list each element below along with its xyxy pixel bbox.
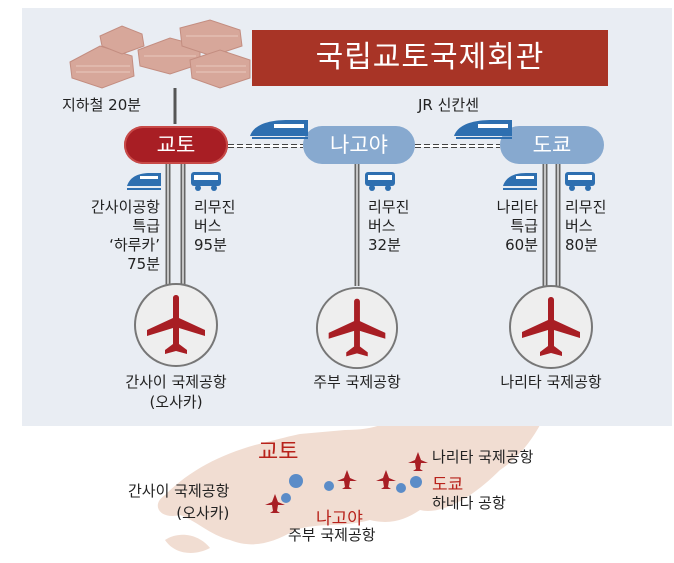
chubu-airport-airplane-icon [315,286,399,370]
map-label-tokyo: 도쿄 [432,475,464,495]
kansai-airport-label: 간사이 국제공항(오사카) [125,373,227,411]
bus-icon [365,172,395,191]
station-nagoya: 나고야 [303,126,415,164]
kansai-airport-airplane-icon [134,283,218,367]
shinkansen-train-icon [250,120,308,139]
page-title: 국립교토국제회관 [252,30,608,86]
map-label-kyoto: 교토 [258,440,299,465]
jr-shinkansen-label: JR 신칸센 [418,96,480,114]
map-label-narita: 나리타 국제공항 [432,448,534,466]
train-icon [127,173,161,190]
bus-icon [565,172,595,191]
station-kyoto: 교토 [124,126,228,164]
map-label-chubu: 주부 국제공항 [288,526,376,544]
train-icon [503,173,537,190]
station-tokyo: 도쿄 [500,126,604,164]
map-label-haneda: 하네다 공항 [432,494,506,512]
narita-airport-airplane-icon [509,285,593,369]
chubu-airport-label: 주부 국제공항 [313,373,401,391]
kyoto-international-conference-hall-illustration [69,19,251,89]
narita-airport-label: 나리타 국제공항 [500,373,602,391]
subway-label: 지하철 20분 [62,96,142,114]
bus-icon [191,172,221,191]
map-label-nagoya: 나고야 [316,509,363,529]
shinkansen-train-icon [454,120,512,139]
map-label-kansai: 간사이 국제공항(오사카) [128,482,230,522]
